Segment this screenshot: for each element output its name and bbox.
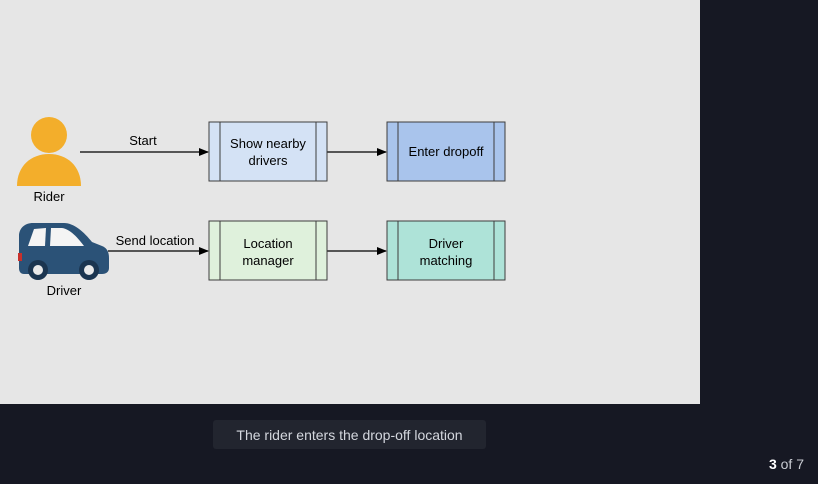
slide-caption: The rider enters the drop-off location: [213, 420, 486, 449]
node-driver-matching: Driver matching: [386, 220, 506, 281]
slide-counter-total: of 7: [776, 456, 804, 472]
slide-counter-current: 3: [768, 456, 777, 472]
node-location-manager-line2: manager: [242, 253, 294, 268]
node-location-manager: Location manager: [208, 220, 328, 281]
edge-label-start: Start: [129, 133, 157, 148]
node-location-manager-line1: Location: [243, 236, 292, 251]
car-icon: [18, 223, 109, 280]
node-show-nearby-drivers: Show nearby drivers: [208, 121, 328, 182]
edge-label-send-location: Send location: [116, 233, 195, 248]
driver-label: Driver: [47, 283, 82, 298]
diagram-canvas: Rider Driver Start Send location Show ne…: [0, 0, 700, 404]
node-enter-dropoff: Enter dropoff: [386, 121, 506, 182]
flow-diagram: Rider Driver Start Send location Show ne…: [17, 117, 506, 298]
slide-counter: 3 of 7: [769, 456, 804, 472]
rider-label: Rider: [33, 189, 65, 204]
node-enter-dropoff-label: Enter dropoff: [409, 144, 484, 159]
slide-caption-text: The rider enters the drop-off location: [236, 426, 463, 443]
node-driver-matching-line1: Driver: [429, 236, 464, 251]
node-show-nearby-line1: Show nearby: [230, 136, 306, 151]
rider-icon: [17, 117, 81, 186]
node-driver-matching-line2: matching: [420, 253, 473, 268]
node-show-nearby-line2: drivers: [248, 153, 288, 168]
